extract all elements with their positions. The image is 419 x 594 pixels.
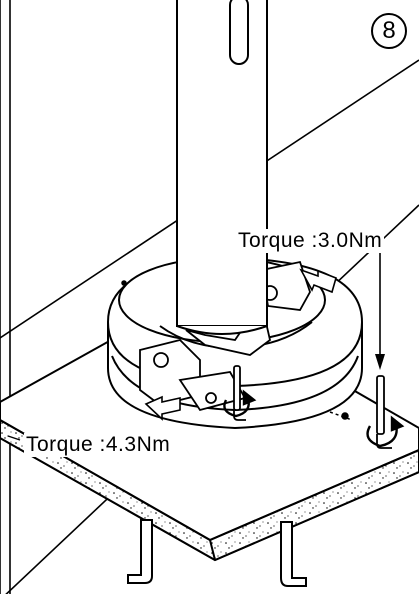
- base-brackets: [139, 260, 311, 412]
- rotation-arrow-icon: [223, 389, 405, 448]
- pole: [176, 0, 268, 335]
- bolt-icon: [121, 280, 353, 421]
- clamp-legs: [127, 519, 307, 587]
- torque-label-bottom: Torque :4.3Nm: [24, 433, 173, 457]
- leader-line: [7, 435, 21, 441]
- direction-arrow-icon: [144, 268, 337, 421]
- step-number-badge: 8: [371, 13, 407, 49]
- torque-label-top: Torque :3.0Nm: [236, 229, 385, 253]
- direction-arrow-icon: [375, 252, 385, 370]
